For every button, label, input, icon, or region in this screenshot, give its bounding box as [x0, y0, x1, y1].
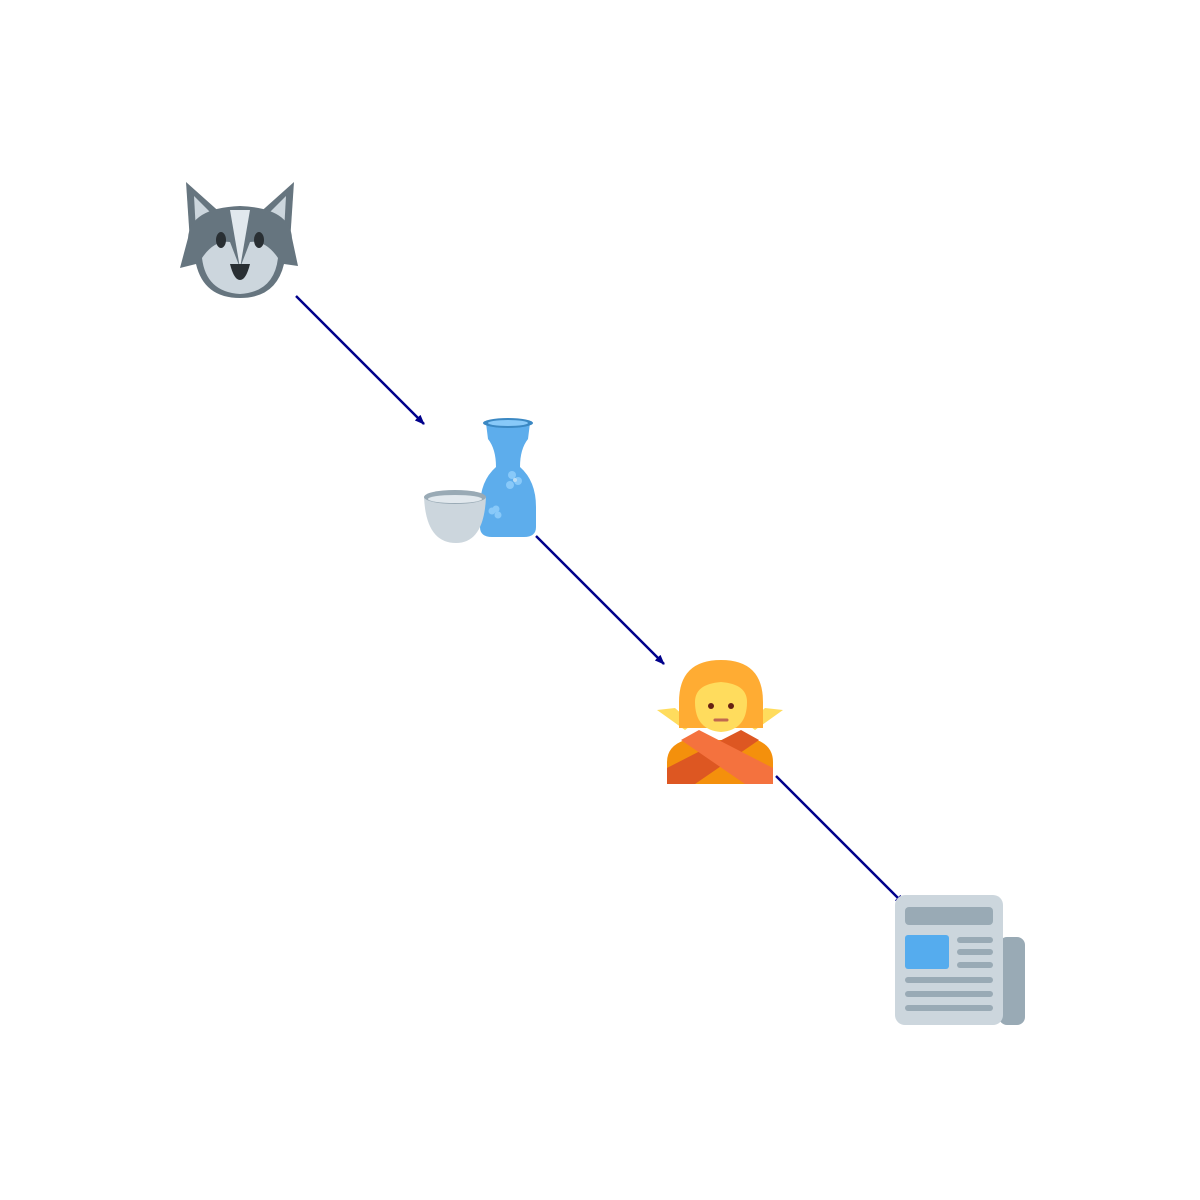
edge-no-gesture-to-newspaper — [775, 775, 905, 905]
sake-bottle-and-cup-icon — [424, 418, 536, 543]
newspaper-icon — [895, 895, 1025, 1025]
person-gesturing-no-icon — [657, 660, 783, 784]
edges — [295, 295, 905, 905]
edge-wolf-to-sake — [295, 295, 425, 425]
wolf-face-icon — [180, 182, 298, 298]
edge-sake-to-no-gesture — [535, 535, 665, 665]
